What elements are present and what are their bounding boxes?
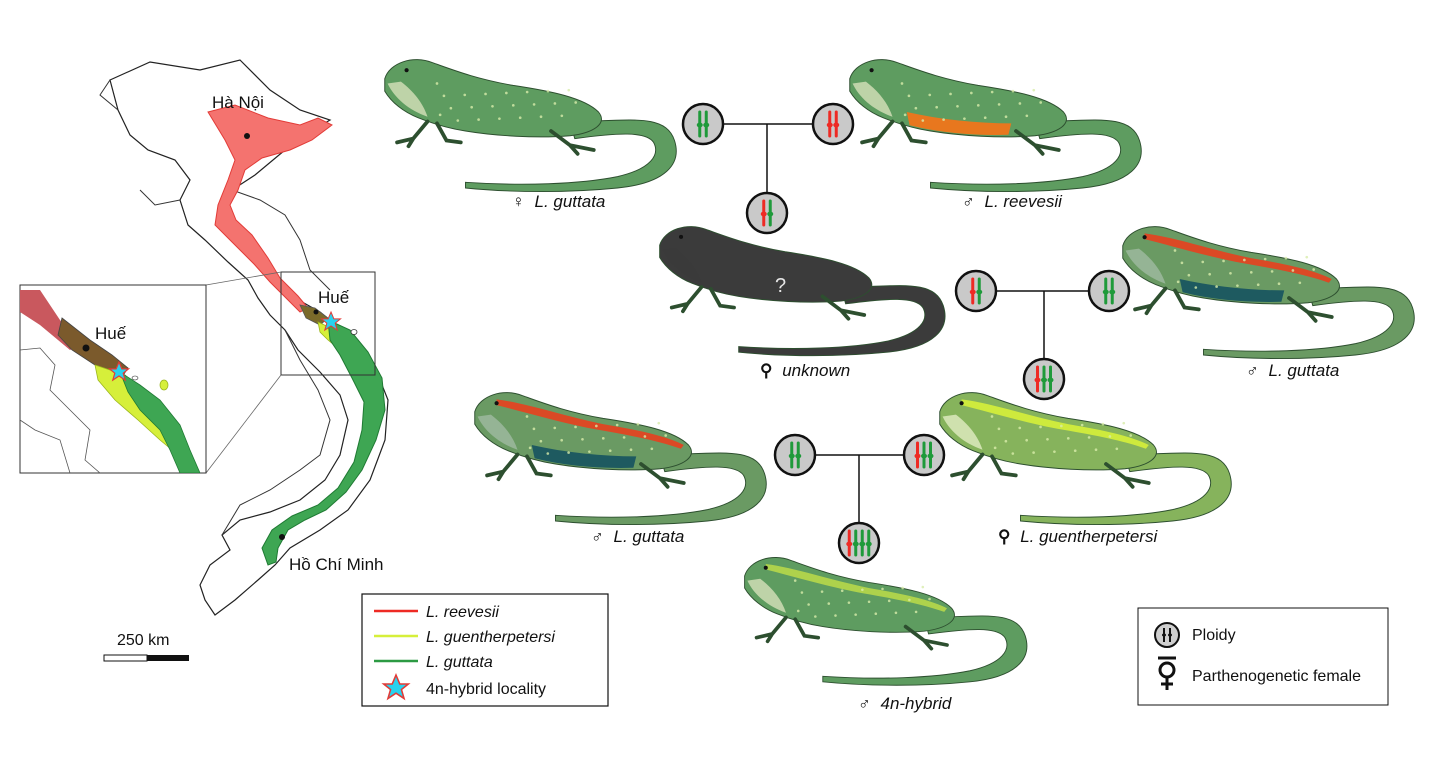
lizard-4n-hybrid-icon: [744, 557, 1028, 686]
lizard-male-reevesii-icon: [849, 59, 1142, 193]
lizard-male-guttata-1-icon: [1122, 226, 1415, 360]
hue-inset: Huế: [19, 284, 207, 474]
ploidy-parent-3n-icon: [902, 433, 946, 477]
range-guttata: [261, 319, 386, 566]
lizard-female-guttata-icon: [384, 59, 677, 193]
ploidy-parent-2n-icon: [954, 269, 998, 313]
lizard-1-label: ♀ L. guttata: [512, 192, 605, 211]
legend-label-guttata: L. guttata: [426, 654, 493, 671]
lizard-6-name: L. guentherpetersi: [1020, 527, 1158, 546]
key-parthenogenetic-label: Parthenogenetic female: [1192, 668, 1361, 685]
lizard-2-label: ♂ L. reevesii: [962, 192, 1063, 211]
zoom-line-top: [205, 271, 282, 286]
lizards: [384, 59, 1415, 686]
legend-label-hybrid: 4n-hybrid locality: [426, 681, 546, 698]
hanoi-label: Hà Nội: [212, 93, 264, 112]
ploidy-parent-reevesii-icon: [811, 102, 855, 146]
ploidy-parent-guttata-icon: [681, 102, 725, 146]
lizard-7-sex-icon: ♂: [858, 694, 871, 713]
lizard-unknown-icon: [659, 226, 946, 357]
lizard-1-sex-icon: ♀: [512, 192, 525, 211]
scale-bar-white: [103, 654, 148, 662]
zoom-box: [280, 271, 376, 376]
lizard-5-sex-icon: ♂: [591, 527, 604, 546]
lizard-6-sex-icon: ⚲: [998, 527, 1010, 546]
lizard-3-name: unknown: [782, 361, 850, 380]
range-reevesii: [207, 104, 333, 313]
ploidy-circles: [681, 102, 1131, 565]
lizard-2-sex-icon: ♂: [962, 192, 975, 211]
lizard-3-sex-icon: ⚲: [760, 361, 772, 380]
hue-dot: [313, 309, 319, 315]
lizard-5-name: L. guttata: [613, 527, 684, 546]
pedigree-lines: [724, 123, 1088, 522]
lizard-labels: ♀ L. guttata ♂ L. reevesii ⚲ unknown ♂ L…: [512, 192, 1339, 713]
ploidy-key-icon: [1154, 622, 1180, 648]
key-ploidy-label: Ploidy: [1192, 627, 1236, 644]
island: [350, 329, 358, 335]
hue-inset-dot: [82, 344, 90, 352]
lizard-7-label: ♂ 4n-hybrid: [858, 694, 952, 713]
hue-label: Huế: [318, 288, 350, 307]
hcm-label: Hồ Chí Minh: [289, 555, 383, 574]
vietnam-map: Hà Nội Huế Hồ Chí Minh Huế: [19, 59, 389, 662]
border-lines: [99, 79, 331, 536]
legend-label-guentherpetersi: L. guentherpetersi: [426, 629, 555, 646]
lizard-7-name: 4n-hybrid: [880, 694, 951, 713]
unknown-question-mark: ?: [775, 275, 786, 297]
lizard-4-label: ♂ L. guttata: [1246, 361, 1339, 380]
lizard-1-name: L. guttata: [534, 192, 605, 211]
scale-bar-label: 250 km: [117, 632, 169, 649]
hue-inset-label: Huế: [95, 324, 127, 343]
lizard-6-label: ⚲ L. guentherpetersi: [998, 527, 1158, 546]
ploidy-offspring-3n-icon: [1022, 357, 1066, 401]
hcm-dot: [279, 534, 285, 540]
symbol-key: Ploidy Parthenogenetic female: [1137, 607, 1389, 706]
ploidy-parent-guttata-2-icon: [1087, 269, 1131, 313]
lizard-4-sex-icon: ♂: [1246, 361, 1259, 380]
lizard-guentherpetersi-icon: [939, 392, 1232, 526]
lizard-male-guttata-2-icon: [474, 392, 767, 526]
lizard-5-label: ♂ L. guttata: [591, 527, 684, 546]
ploidy-offspring-2n-icon: [745, 191, 789, 235]
lizard-3-label: ⚲ unknown: [760, 361, 850, 380]
ploidy-parent-guttata-3-icon: [773, 433, 817, 477]
hanoi-dot: [244, 133, 250, 139]
zoom-line-bottom: [205, 374, 282, 474]
ploidy-offspring-4n-icon: [837, 521, 881, 565]
lizard-4-name: L. guttata: [1268, 361, 1339, 380]
legend-label-reevesii: L. reevesii: [426, 604, 499, 621]
scale-bar-black: [147, 655, 189, 661]
parthenogenetic-key-icon: [1158, 656, 1176, 690]
lizard-2-name: L. reevesii: [984, 192, 1063, 211]
range-legend: L. reevesii L. guentherpetersi L. guttat…: [361, 593, 609, 707]
